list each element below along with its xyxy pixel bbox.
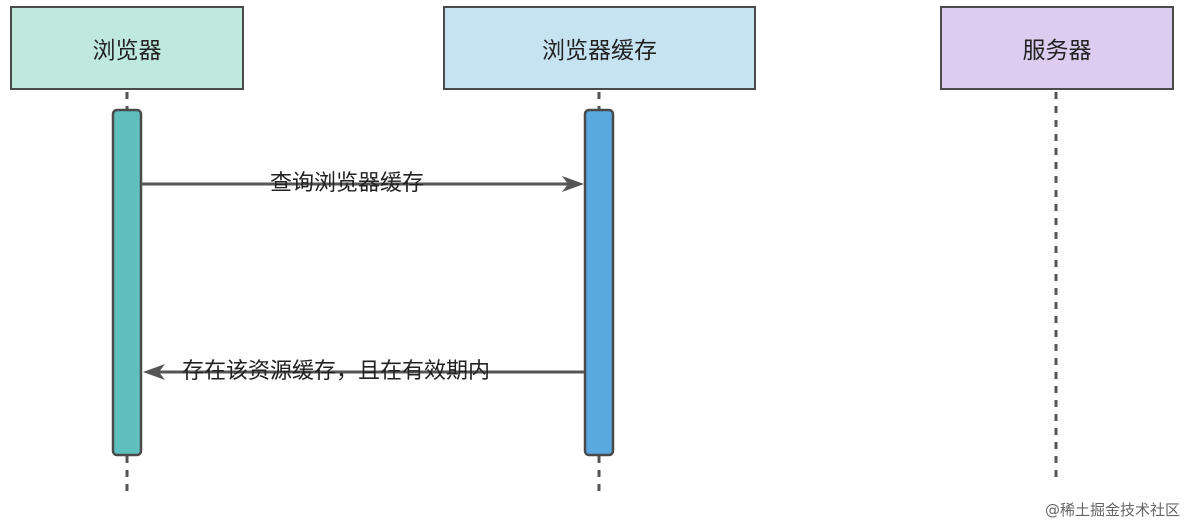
- activation-bar-browser: [111, 108, 143, 457]
- watermark: @稀土掘金技术社区: [1044, 501, 1180, 519]
- message-2-arrowhead: [143, 364, 165, 380]
- participant-browser-cache-label: 浏览器缓存: [542, 38, 657, 64]
- message-1-arrowhead: [562, 176, 584, 192]
- activation-bar-browser-cache: [583, 108, 615, 457]
- participant-browser: 浏览器: [10, 6, 244, 90]
- participant-browser-cache: 浏览器缓存: [443, 6, 756, 90]
- participant-server-label: 服务器: [1022, 38, 1092, 64]
- participant-browser-label: 浏览器: [92, 38, 162, 64]
- participant-server: 服务器: [940, 6, 1174, 90]
- message-1-label: 查询浏览器缓存: [270, 171, 425, 196]
- message-2-label: 存在该资源缓存，且在有效期内: [182, 359, 491, 384]
